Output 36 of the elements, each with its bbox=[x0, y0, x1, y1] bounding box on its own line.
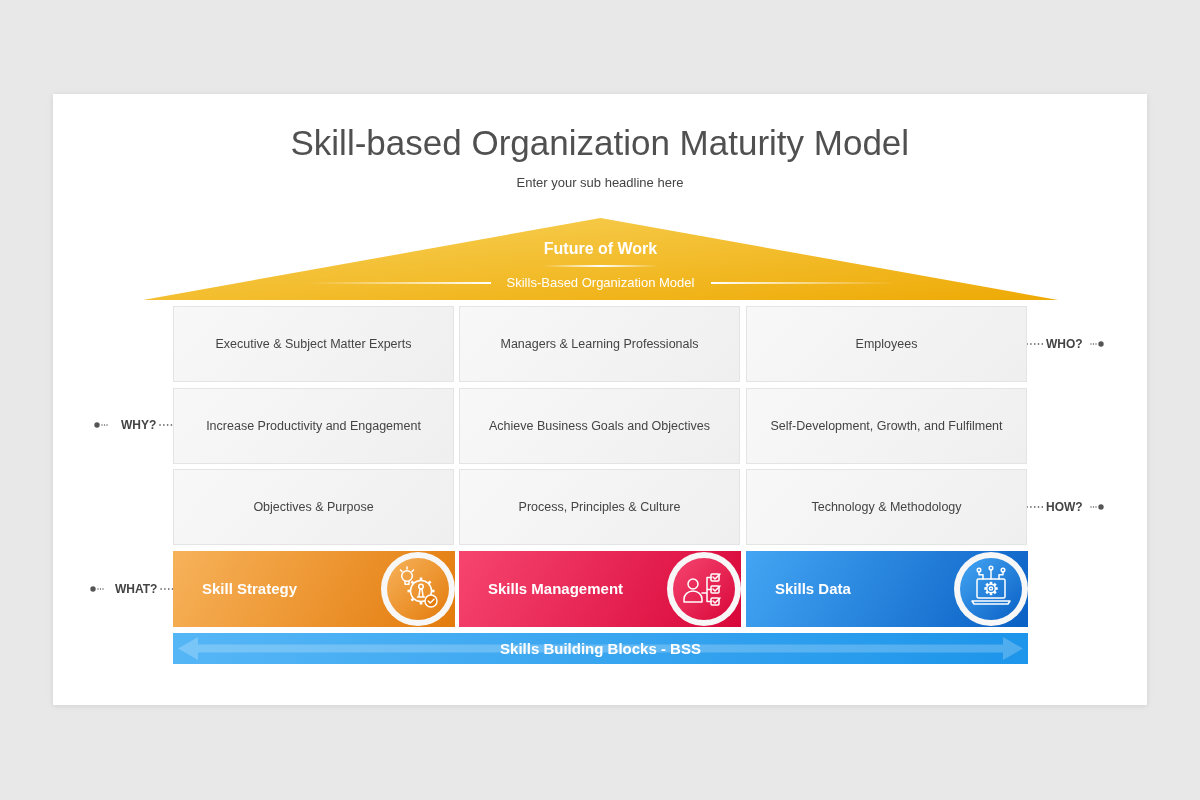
pillar-block bbox=[459, 551, 741, 627]
info-card bbox=[459, 306, 740, 382]
leader-line bbox=[158, 424, 174, 426]
roof-triangle bbox=[143, 218, 1058, 300]
title-text: Skill-based Organization Maturity Model bbox=[290, 122, 910, 164]
question-label: WHO? bbox=[1043, 336, 1086, 352]
info-card bbox=[459, 388, 740, 464]
roof-subheading: Skills-Based Organization Model bbox=[506, 275, 695, 291]
info-card bbox=[173, 388, 454, 464]
card-text: Employees bbox=[855, 336, 918, 352]
card-text: Process, Principles & Culture bbox=[518, 499, 681, 515]
card-text: Technology & Methodology bbox=[811, 499, 962, 515]
info-card bbox=[173, 469, 454, 545]
info-card bbox=[746, 306, 1027, 382]
card-text: Objectives & Purpose bbox=[253, 499, 374, 515]
block-title: Skills Data bbox=[775, 580, 851, 598]
block-title: Skills Management bbox=[488, 580, 624, 598]
bar-title: Skills Building Blocks - BSS bbox=[500, 639, 701, 658]
info-card bbox=[746, 469, 1027, 545]
pillar-block bbox=[746, 551, 1028, 627]
card-text: Self-Development, Growth, and Fulfilment bbox=[770, 418, 1003, 434]
card-text: Achieve Business Goals and Objectives bbox=[489, 418, 710, 434]
leader-line bbox=[159, 588, 174, 590]
block-title: Skill Strategy bbox=[202, 580, 298, 598]
pillar-block bbox=[173, 551, 455, 627]
card-text: Managers & Learning Professionals bbox=[500, 336, 699, 352]
info-card bbox=[746, 388, 1027, 464]
question-label: WHY? bbox=[118, 417, 160, 433]
info-card bbox=[459, 469, 740, 545]
roof-heading: Future of Work bbox=[543, 238, 658, 258]
card-text: Increase Productivity and Engagement bbox=[206, 418, 421, 434]
subtitle-text: Enter your sub headline here bbox=[516, 175, 684, 191]
question-label: HOW? bbox=[1043, 499, 1086, 515]
info-card bbox=[173, 306, 454, 382]
question-label: WHAT? bbox=[112, 581, 161, 597]
card-text: Executive & Subject Matter Experts bbox=[215, 336, 412, 352]
